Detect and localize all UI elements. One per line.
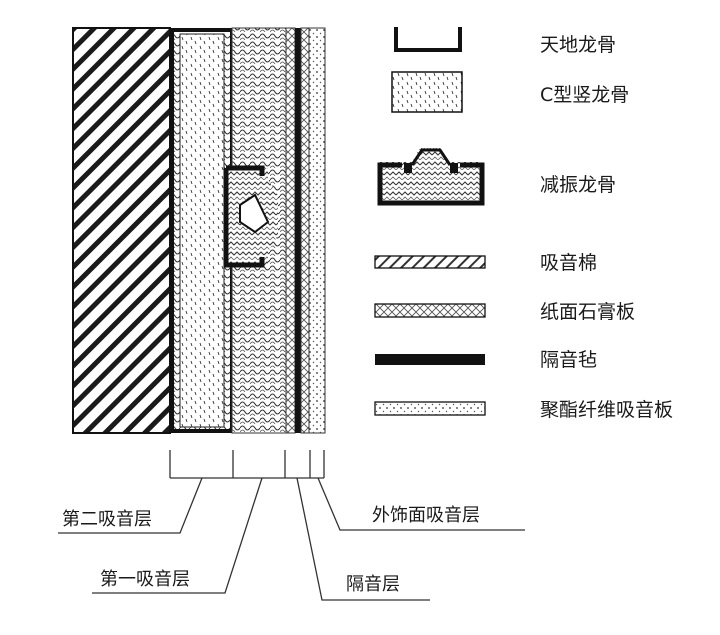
isolation-gypsum-1 (285, 27, 296, 434)
legend-label-c-stud: C型竖龙骨 (540, 84, 629, 106)
legend-label-gypsum-board: 纸面石膏板 (540, 300, 635, 323)
crosshatched-strip-icon (374, 303, 486, 318)
leader-outer (317, 477, 525, 531)
dotted-strip-icon (374, 401, 486, 416)
legend: 天地龙骨 C型竖龙骨 减振龙骨 吸音棉 纸面石膏板 隔音毡 聚酯纤维吸音板 (374, 27, 673, 421)
hatched-strip-icon (374, 255, 486, 269)
damping-channel-icon (377, 148, 485, 206)
c-stud-column (179, 33, 225, 428)
layer-label-second: 第二吸音层 (62, 509, 152, 530)
base-wall (72, 27, 171, 434)
leader-isolation (296, 477, 430, 601)
layer-dimension-ticks (169, 450, 325, 479)
isolation-felt (295, 28, 301, 433)
legend-label-sound-absorbing-cotton: 吸音棉 (540, 252, 597, 274)
legend-label-polyester-fiber-board: 聚酯纤维吸音板 (540, 399, 673, 421)
leader-second (58, 477, 203, 534)
damping-keel (223, 165, 278, 268)
wall-section: 第二吸音层 第一吸音层 隔音层 外饰面吸音层 (58, 27, 525, 601)
u-channel-icon (394, 27, 462, 52)
isolation-gypsum-2 (300, 27, 310, 434)
leader-first (92, 477, 263, 594)
legend-label-sound-insulation-felt: 隔音毡 (540, 349, 597, 371)
layer-leaders (58, 477, 525, 601)
layer-label-first: 第一吸音层 (100, 569, 190, 590)
outer-layer-board (308, 27, 326, 434)
legend-label-floor-ceiling-keel: 天地龙骨 (540, 34, 616, 56)
dotted-block-icon (391, 71, 463, 113)
solid-black-strip-icon (375, 354, 485, 365)
layer-label-isolation: 隔音层 (346, 574, 400, 595)
layer-label-outer: 外饰面吸音层 (372, 505, 480, 526)
legend-label-damping-keel: 减振龙骨 (540, 174, 616, 196)
